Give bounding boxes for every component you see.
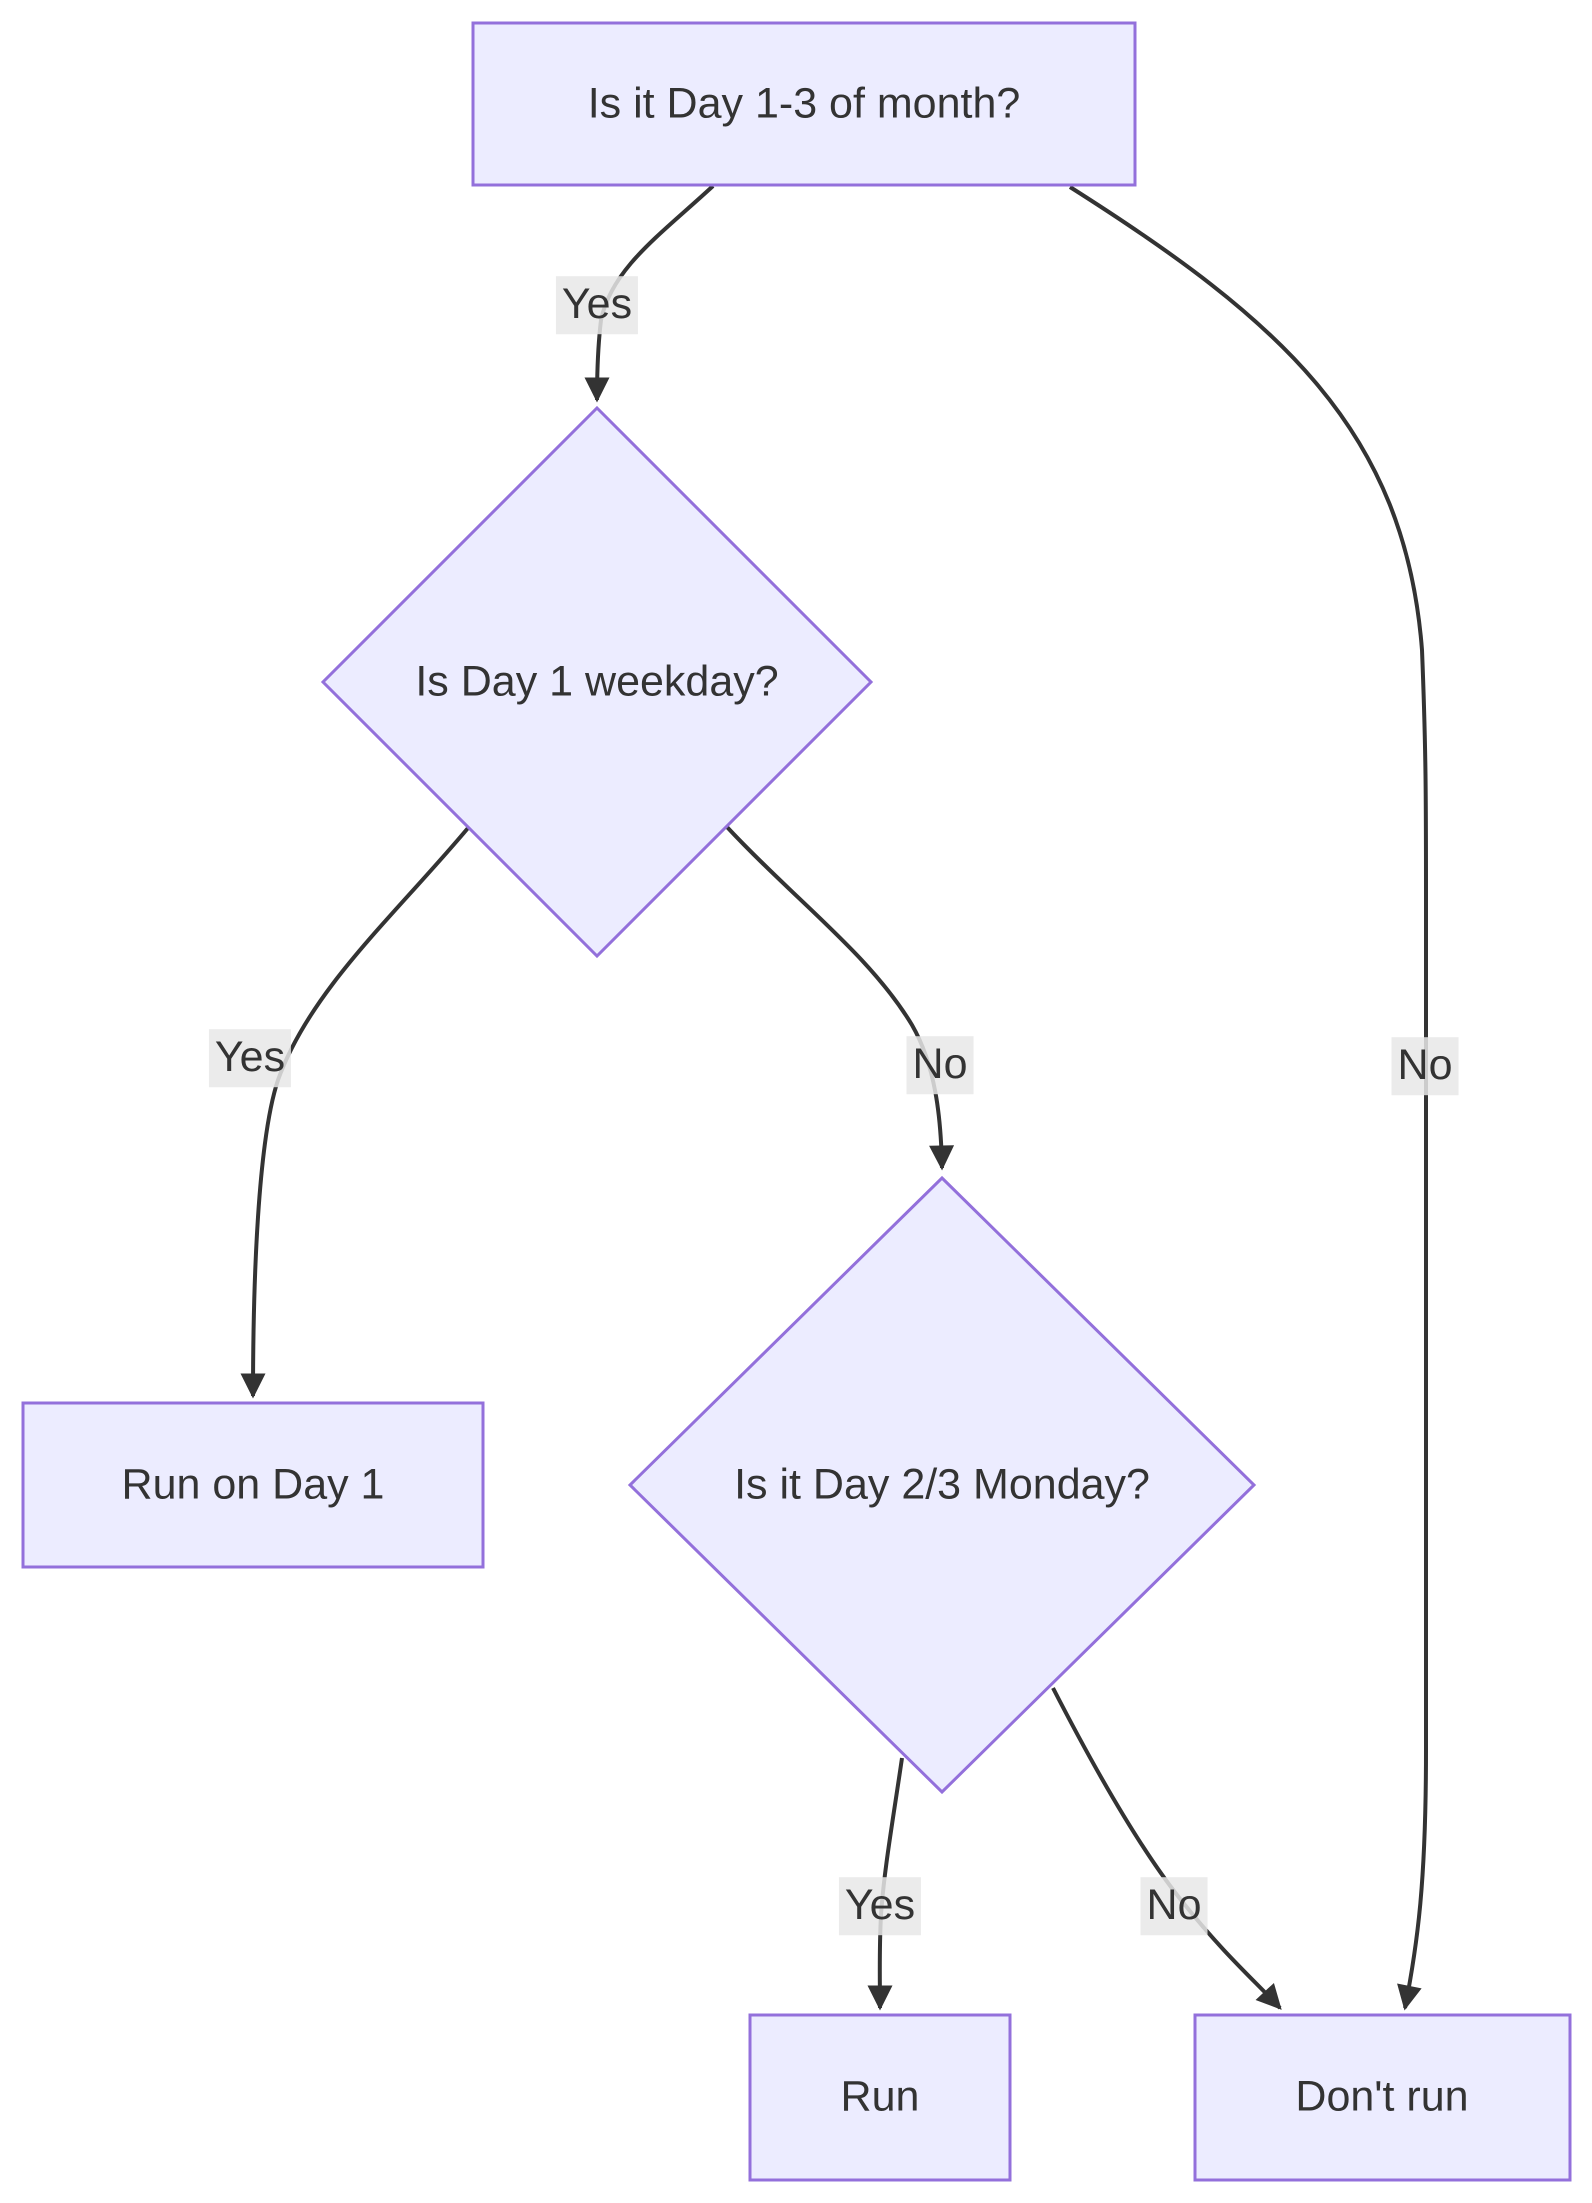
decision-weekday-label: Is Day 1 weekday?	[415, 657, 779, 706]
edge-label-start-yes: Yes	[555, 276, 639, 334]
decision-monday-label: Is it Day 2/3 Monday?	[734, 1460, 1150, 1509]
edge-monday-no-dontrun	[1051, 1687, 1282, 2010]
node-dont-run-box	[1193, 2013, 1572, 2182]
node-run-box	[748, 2013, 1012, 2182]
decision-weekday-shape	[320, 405, 874, 959]
edge-label-weekday-no: No	[906, 1036, 974, 1094]
edge-group	[240, 184, 1428, 2011]
node-run-day1-label: Run on Day 1	[121, 1460, 385, 1509]
edge-start-no-dontrun	[1068, 185, 1428, 2011]
edge-label-start-no: No	[1391, 1037, 1459, 1095]
node-start-label: Is it Day 1-3 of month?	[587, 79, 1021, 128]
node-dont-run-label: Don't run	[1295, 2072, 1469, 2121]
decision-monday-shape	[627, 1175, 1257, 1795]
edge-weekday-yes-runday1	[240, 826, 470, 1399]
edge-label-weekday-yes: Yes	[208, 1029, 292, 1087]
node-group	[21, 21, 1572, 2182]
node-run-day1-box	[21, 1401, 485, 1569]
edge-label-monday-no: No	[1140, 1877, 1208, 1935]
node-run-label: Run	[840, 2072, 920, 2121]
edge-label-monday-yes: Yes	[838, 1877, 922, 1935]
edge-weekday-no-monday	[725, 825, 955, 1171]
node-start-box	[471, 21, 1137, 187]
